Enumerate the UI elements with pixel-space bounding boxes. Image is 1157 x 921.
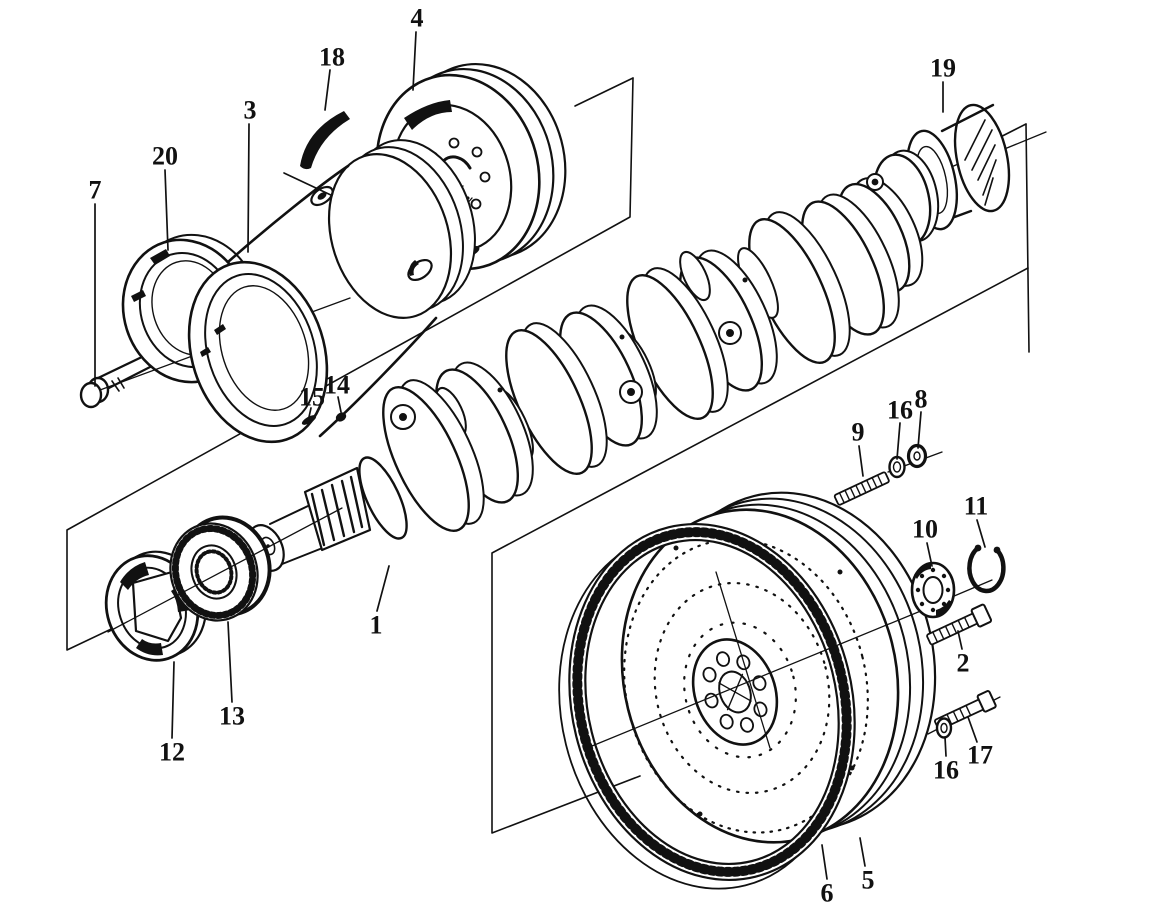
part-callout-7: 7 [89,176,102,205]
ball-bearing [910,561,956,619]
part-leader-6 [821,844,828,880]
nut [906,443,928,469]
part-leader-8 [917,411,922,449]
washer-upper [888,455,906,479]
part-leader-16 [896,422,901,460]
part-callout-11: 11 [964,492,989,521]
part-leader-16 [944,736,947,757]
part-leader-4 [412,31,417,91]
part-callout-2: 2 [957,649,970,678]
washer-lower [935,717,953,739]
woodruff-key-14 [335,412,347,422]
part-leader-18 [324,69,331,111]
part-callout-16: 16 [887,396,913,425]
part-leader-5 [859,837,866,867]
front-bolt [79,353,154,409]
part-callout-8: 8 [915,385,928,414]
flywheel-body [620,491,937,844]
part-callout-14: 14 [324,371,350,400]
part-callout-4: 4 [411,4,424,33]
part-leader-20 [164,169,169,251]
part-leader-13 [227,621,233,703]
part-callout-19: 19 [930,54,956,83]
part-leader-11 [976,519,986,548]
part-callout-18: 18 [319,43,345,72]
crank-nose-spline [303,466,372,552]
part-callout-5: 5 [862,866,875,895]
part-callout-16: 16 [933,756,959,785]
part-leader-15 [308,407,312,418]
crankpin-faces [390,173,884,430]
stud [833,471,890,506]
part-leader-10 [926,542,933,567]
part-leader-9 [858,445,864,477]
part-callout-20: 20 [152,142,178,171]
part-callout-6: 6 [821,879,834,908]
part-leader-1 [376,565,390,612]
front-end-axis [107,507,343,633]
part-leader-12 [171,661,175,739]
snap-ring [967,544,1006,594]
flywheel-crosshairs [591,571,929,749]
part-callout-15: 15 [299,383,325,412]
part-leader-2 [957,630,963,650]
ring-gear [558,523,856,890]
bolt-2 [926,603,993,646]
flywheel-hub [691,638,779,746]
woodruff-key-15 [301,415,317,425]
part-leader-3 [247,123,250,253]
part-leader-17 [967,716,978,743]
part-callout-1: 1 [370,611,383,640]
part-callout-3: 3 [244,96,257,125]
part-callout-10: 10 [912,515,938,544]
timing-gear [169,515,272,622]
crankshaft [247,103,1011,573]
part-callout-13: 13 [219,702,245,731]
hub-sleeve [187,139,476,444]
part-callout-9: 9 [852,418,865,447]
part-callout-17: 17 [967,741,993,770]
part-callout-12: 12 [159,738,185,767]
part-leader-14 [337,396,342,413]
